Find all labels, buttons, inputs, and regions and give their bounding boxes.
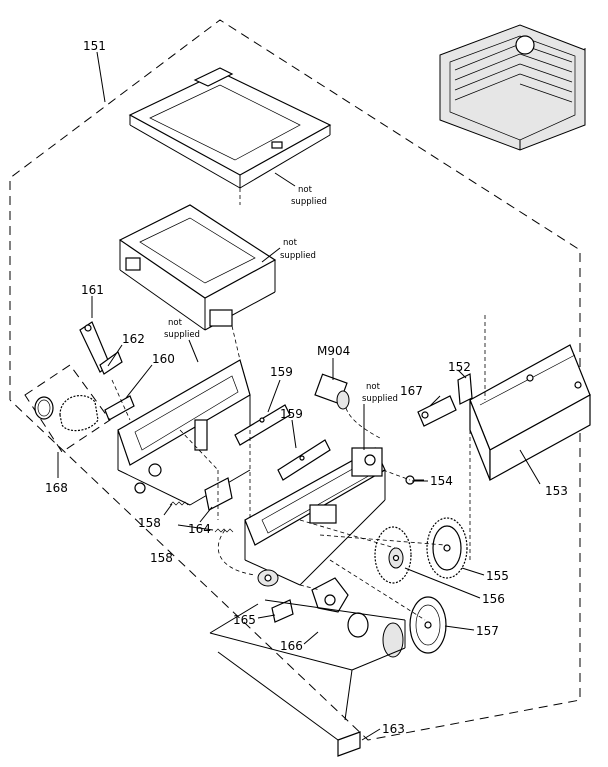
callout-151: 151	[83, 39, 106, 53]
spring-158-upper	[169, 501, 189, 506]
leader-lines	[57, 51, 541, 741]
callout-159-lower: 159	[280, 407, 303, 421]
callout-168: 168	[45, 481, 68, 495]
assembly-boundary	[9, 19, 581, 741]
side-bracket-153	[469, 344, 591, 482]
callout-157: 157	[476, 624, 499, 638]
bracket-152	[457, 373, 473, 405]
callout-152: 152	[448, 360, 471, 374]
lever-167	[417, 395, 457, 427]
slider-159-upper	[234, 404, 291, 446]
gear-155	[426, 517, 468, 579]
spring-158-lower	[214, 528, 234, 533]
note-frame-line2: supplied	[280, 251, 316, 261]
callout-153: 153	[545, 484, 568, 498]
lower-mechanism-frame	[244, 447, 386, 586]
lever-162	[99, 351, 123, 375]
gear-156	[374, 526, 412, 584]
callout-165: 165	[233, 613, 256, 627]
note-lower-frame-line2: supplied	[362, 394, 398, 404]
callout-164: 164	[188, 522, 211, 536]
subgroup-outlines	[209, 599, 406, 741]
top-cover-plate	[128, 67, 332, 189]
assembly-guide-lines	[111, 188, 486, 621]
label-163	[337, 731, 361, 757]
small-gear-assembly	[257, 569, 279, 587]
callout-166: 166	[280, 639, 303, 653]
note-frame-line1: not	[283, 238, 298, 248]
note-lower-frame-line1: not	[366, 382, 381, 392]
callout-159-upper: 159	[270, 365, 293, 379]
note-chassis-line1: not	[168, 318, 183, 328]
note-chassis-line2: supplied	[164, 330, 200, 340]
inset-thumbnail	[439, 24, 586, 151]
note-top-cover-line1: not	[298, 185, 313, 195]
motor-m904	[314, 373, 381, 439]
screw-154	[405, 475, 424, 485]
callout-167: 167	[400, 384, 423, 398]
bracket-164	[204, 477, 233, 511]
parts-168-group	[24, 364, 111, 453]
callout-155: 155	[486, 569, 509, 583]
main-chassis-frame	[117, 359, 251, 506]
lever-160	[104, 395, 135, 421]
not-supplied-notes: not supplied not supplied not supplied n…	[164, 185, 398, 404]
callout-160: 160	[152, 352, 175, 366]
callout-labels: 151 161 162 160 168 158 164 158 159 159 …	[45, 39, 568, 736]
callout-158-lower: 158	[150, 551, 173, 565]
parts-166-group	[311, 577, 404, 658]
callout-161: 161	[81, 283, 104, 297]
callout-156: 156	[482, 592, 505, 606]
callout-163: 163	[382, 722, 405, 736]
slider-159-lower	[277, 439, 331, 481]
callout-162: 162	[122, 332, 145, 346]
flywheel-157	[409, 596, 447, 654]
callout-154: 154	[430, 474, 453, 488]
upper-frame-chassis	[118, 204, 277, 331]
callout-m904: M904	[317, 344, 350, 358]
callout-158-upper: 158	[138, 516, 161, 530]
note-top-cover-line2: supplied	[291, 197, 327, 207]
